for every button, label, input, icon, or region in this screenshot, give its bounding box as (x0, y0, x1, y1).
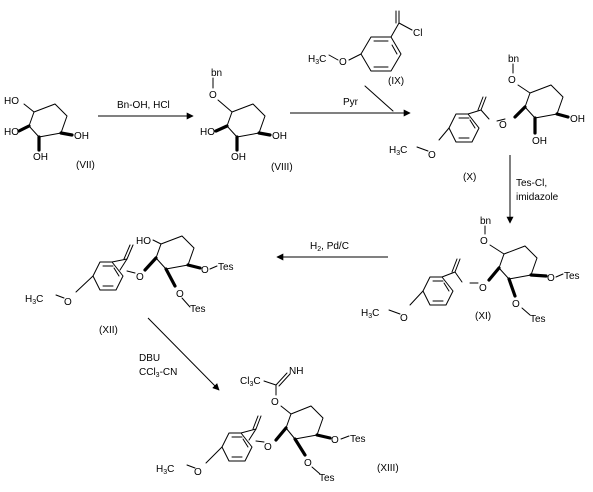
o-glycosidic: O (480, 236, 488, 247)
cl3c-group: Cl3C (240, 376, 261, 388)
o-c4: O (547, 273, 555, 284)
o-c4: O (331, 435, 339, 446)
oh-c2: HO (4, 127, 19, 138)
tes-c4: Tes (218, 262, 234, 273)
reaction-arrow-5 (147, 317, 220, 391)
o-glycosidic: O (271, 397, 279, 408)
ho-anomeric: HO (136, 236, 151, 247)
cl-atom: Cl (413, 28, 422, 39)
compound-label-xiii: (XIII) (377, 463, 399, 474)
oh-c4: OH (272, 131, 287, 142)
compound-ix: Cl O H3C (IX) (308, 10, 422, 87)
methyl-group: H3C (25, 294, 43, 306)
compound-xiii: O Cl3C NH O O Tes O Tes O H3C (XIII) (156, 366, 399, 484)
tes-c4: Tes (350, 434, 366, 445)
oh-anomeric: HO (4, 96, 19, 107)
oh-c3: OH (33, 152, 48, 163)
reagent-step5-line2: CCl3-CN (139, 367, 177, 379)
tes-c3: Tes (190, 304, 206, 315)
o-c3: O (304, 458, 312, 469)
reaction-step-5: DBU CCl3-CN (139, 317, 220, 391)
bn-group: bn (508, 54, 519, 65)
compound-label-x: (X) (463, 172, 476, 183)
o-methoxy: O (64, 297, 72, 308)
oh-c3: OH (231, 152, 246, 163)
compound-label-xii: (XII) (99, 325, 118, 336)
reagent-step4: H2, Pd/C (310, 241, 349, 253)
reaction-step-2: Pyr (290, 85, 411, 117)
compound-xi: O bn O O Tes O Tes O H3C (XI) (361, 216, 580, 325)
reagent-step1: Bn-OH, HCl (117, 100, 170, 111)
compound-label-xi: (XI) (475, 311, 491, 322)
oh-c3: OH (532, 136, 547, 147)
methyl-group: H3C (156, 464, 174, 476)
o-methoxy: O (428, 150, 436, 161)
o-ester: O (136, 272, 144, 283)
reaction-step-4: H2, Pd/C (276, 241, 388, 261)
bn-group: bn (480, 216, 491, 227)
tes-c4: Tes (564, 271, 580, 282)
o-methoxy: O (400, 313, 408, 324)
methyl-group: H3C (361, 308, 379, 320)
o-glycosidic: O (508, 75, 516, 86)
o-methoxy: O (194, 467, 202, 478)
reagent-join-line (364, 85, 394, 112)
tes-c3: Tes (319, 473, 335, 484)
imine-nh: NH (289, 366, 303, 377)
o-methoxy: O (339, 57, 347, 68)
reaction-step-1: Bn-OH, HCl (98, 100, 194, 120)
o-c3: O (512, 299, 520, 310)
compound-viii: O bn HO OH OH (VIII) (200, 68, 293, 173)
o-c3: O (176, 289, 184, 300)
o-ester: O (499, 120, 507, 131)
o-ester: O (264, 442, 272, 453)
compound-vii: HO HO OH OH (VII) (4, 96, 95, 171)
o-glycosidic: O (209, 90, 217, 101)
o-c4: O (201, 265, 209, 276)
reagent-step3-line1: Tes-Cl, (516, 178, 547, 189)
compound-x: O bn O OH OH O H3C (X) (389, 54, 585, 183)
oh-c4: OH (570, 114, 585, 125)
reagent-step3-line2: imidazole (516, 192, 559, 203)
tes-c3: Tes (530, 314, 546, 325)
o-ester: O (479, 283, 487, 294)
oh-c4: OH (74, 131, 89, 142)
compound-label-viii: (VIII) (271, 162, 293, 173)
compound-xii: HO O O Tes O Tes O H3C (XII) (25, 235, 234, 336)
reagent-step5-line1: DBU (139, 353, 160, 364)
compound-label-ix: (IX) (388, 76, 404, 87)
reaction-step-3: Tes-Cl, imidazole (506, 155, 559, 224)
reagent-step2: Pyr (343, 97, 359, 108)
oh-c2: HO (200, 127, 215, 138)
methyl-group: H3C (308, 54, 326, 66)
bn-group: bn (211, 68, 222, 79)
methyl-group: H3C (389, 145, 407, 157)
compound-label-vii: (VII) (76, 160, 95, 171)
